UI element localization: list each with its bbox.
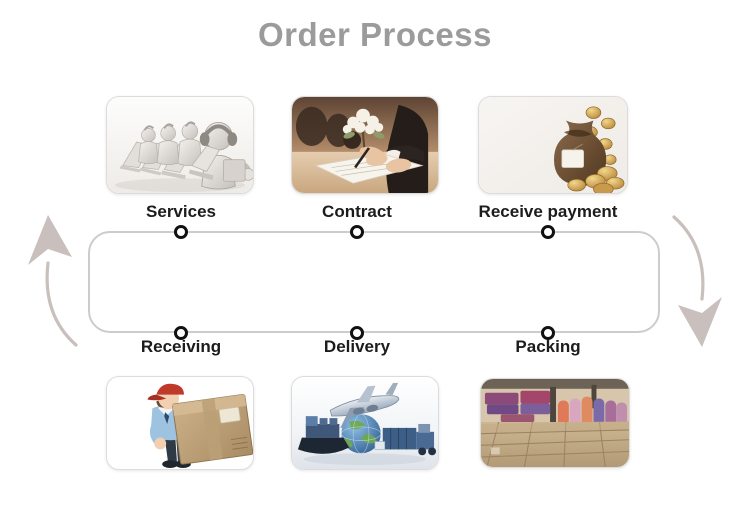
- step-label-contract: Contract: [322, 202, 392, 221]
- process-node-services[interactable]: [174, 225, 188, 239]
- arrow-left-up-icon: [6, 213, 102, 349]
- money-sack-coins-photo: [479, 97, 627, 193]
- process-node-packing[interactable]: [541, 326, 555, 340]
- contract-signing-photo: [292, 97, 438, 193]
- process-node-receive-payment[interactable]: [541, 225, 555, 239]
- arrow-right-down-icon: [648, 213, 744, 349]
- step-image-card-delivery[interactable]: [291, 376, 439, 470]
- step-label-receive-payment: Receive payment: [478, 202, 618, 221]
- step-label-delivery: Delivery: [323, 337, 391, 356]
- step-image-card-receive-payment[interactable]: [478, 96, 628, 194]
- process-track: [88, 231, 660, 333]
- courier-carrying-box-illustration: [107, 377, 253, 469]
- process-node-delivery[interactable]: [350, 326, 364, 340]
- step-image-card-receiving[interactable]: [106, 376, 254, 470]
- page-title: Order Process: [258, 16, 492, 53]
- step-label-receiving: Receiving: [140, 337, 222, 356]
- step-image-card-services[interactable]: [106, 96, 254, 194]
- warehouse-boxes-photo: [481, 379, 629, 467]
- process-node-contract[interactable]: [350, 225, 364, 239]
- call-center-agents-illustration: [107, 97, 253, 193]
- process-node-receiving[interactable]: [174, 326, 188, 340]
- step-label-packing: Packing: [515, 337, 581, 356]
- step-image-card-packing[interactable]: [480, 378, 630, 468]
- step-label-services: Services: [146, 202, 216, 221]
- global-logistics-photo: [292, 377, 438, 469]
- step-image-card-contract[interactable]: [291, 96, 439, 194]
